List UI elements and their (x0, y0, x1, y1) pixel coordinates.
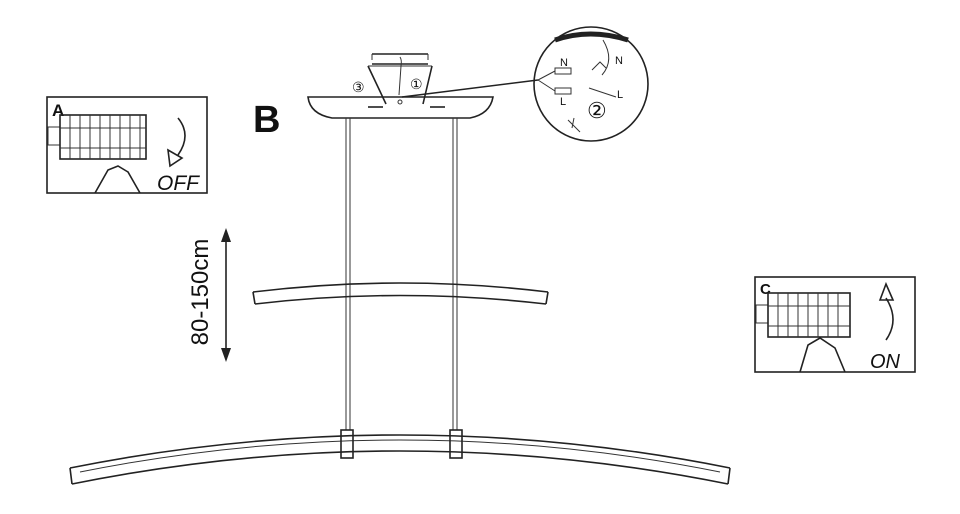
ceiling-canopy: ③ ① (307, 53, 539, 119)
live-terminal: L (560, 96, 566, 108)
step-c-panel: C ON (754, 276, 916, 373)
step-c-state: ON (870, 351, 901, 373)
step-a-frame (46, 96, 208, 194)
upper-bar-position (252, 282, 549, 305)
height-arrow (221, 228, 231, 362)
neutral-wire: N (615, 55, 623, 67)
lamp-body (69, 429, 731, 485)
marker-2: ② (587, 98, 607, 123)
step-b-letter: B (253, 99, 280, 141)
step-a-state: OFF (157, 172, 200, 195)
step-a-letter: A (52, 101, 64, 120)
marker-3: ③ (352, 79, 365, 95)
rotate-down-arrow-icon (177, 117, 186, 156)
neutral-terminal: N (560, 57, 568, 69)
height-range-label: 80-150cm (187, 239, 214, 346)
screwdriver-icon (567, 117, 581, 133)
step-a-panel: A OFF (46, 96, 208, 195)
detail-leader-line (401, 79, 539, 98)
marker-1: ① (410, 76, 423, 92)
right-mount (449, 429, 463, 459)
live-wire: L (617, 89, 623, 101)
step-c-letter: C (760, 281, 771, 298)
circuit-breaker-icon (755, 292, 851, 373)
step-c-frame (754, 276, 916, 373)
left-mount (340, 429, 354, 459)
wiring-detail: N L N L ② (533, 26, 649, 142)
rotate-up-arrow-icon (885, 297, 894, 341)
circuit-breaker-icon (47, 114, 147, 194)
suspension-cables (345, 118, 458, 430)
